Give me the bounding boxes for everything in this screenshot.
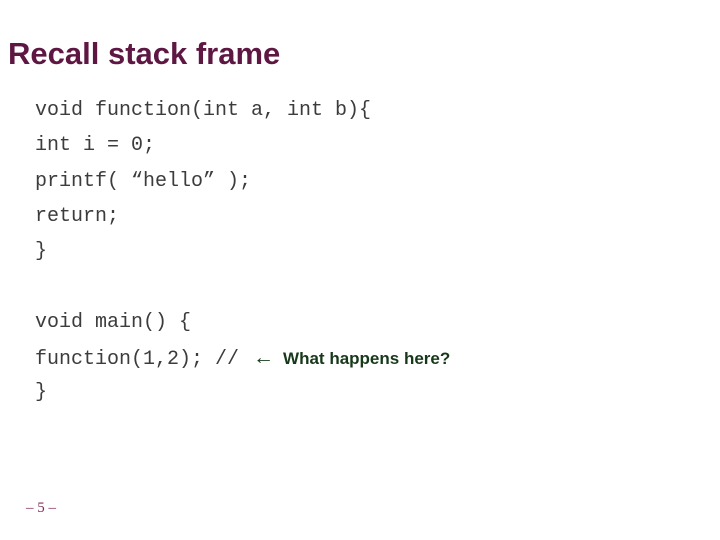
slide-title: Recall stack frame <box>8 36 281 71</box>
code-line-printf: printf( “hello” ); <box>35 169 252 193</box>
code-line-blank <box>35 269 450 304</box>
annotation-text: What happens here? <box>283 349 451 369</box>
code-block: void function(int a, int b){ int i = 0; … <box>35 93 450 411</box>
code-line-return: return; <box>35 204 120 228</box>
function-call-code: function(1,2); // <box>35 348 252 372</box>
page-number: – 5 – <box>26 500 56 516</box>
code-line-main-signature: void main() { <box>35 310 192 334</box>
left-arrow-icon: ← <box>253 346 275 370</box>
code-line-close-brace: } <box>35 240 48 264</box>
code-line-function-call: function(1,2); // ← What happens here? <box>35 340 450 375</box>
code-line-int-declaration: int i = 0; <box>35 134 156 158</box>
code-line-main-close-brace: } <box>35 381 48 405</box>
code-line-function-signature: void function(int a, int b){ <box>35 99 372 122</box>
